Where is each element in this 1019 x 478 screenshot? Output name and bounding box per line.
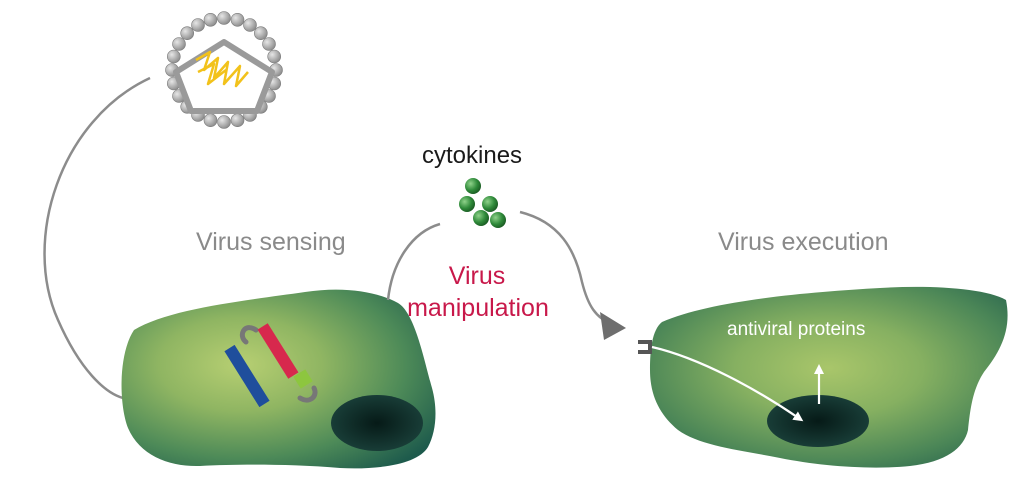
virus-surface-protein — [180, 26, 194, 41]
cell-to-cytokines-connector — [386, 222, 441, 301]
cytokines-icon — [459, 178, 506, 228]
virus-surface-protein — [253, 26, 268, 41]
virus-manipulation-label-line2: manipulation — [407, 294, 549, 322]
receptor-icon — [638, 340, 652, 354]
cytokine-particle — [473, 210, 489, 226]
virus-surface-protein — [217, 11, 231, 25]
virus-surface-protein — [230, 12, 245, 27]
execution-cell — [650, 286, 1008, 468]
virus-surface-protein — [230, 113, 245, 127]
cytokine-particle — [459, 196, 475, 212]
virus-capsid — [173, 39, 275, 114]
virus-manipulation-label-line1: Virus — [448, 262, 506, 290]
cytokines-label: cytokines — [422, 142, 523, 169]
virus-execution-label: Virus execution — [718, 228, 889, 256]
virus-sensing-label: Virus sensing — [196, 228, 346, 256]
arrowhead-icon — [600, 312, 626, 340]
virus-surface-protein — [191, 18, 205, 32]
sensing-cell-nucleus — [331, 395, 423, 451]
signal-arrow — [651, 345, 804, 422]
virus-surface-protein — [167, 49, 181, 64]
virus-surface-protein — [267, 49, 282, 64]
antiviral-proteins-label: antiviral proteins — [727, 319, 866, 340]
virus-surface-protein — [172, 37, 186, 51]
cytokine-particle — [490, 212, 506, 228]
virus-genome-icon — [195, 50, 249, 88]
execution-cell-nucleus — [767, 395, 869, 447]
virus-surface-protein — [243, 18, 257, 32]
virus-surface-protein — [262, 37, 276, 51]
virus-particle-icon — [165, 11, 283, 129]
virus-surface-protein — [203, 12, 218, 27]
receptor-complex-icon — [224, 323, 318, 408]
cytokine-particle — [482, 196, 498, 212]
virus-to-cell-connector — [43, 76, 151, 400]
virus-surface-protein — [217, 115, 231, 129]
cytokine-particle — [465, 178, 481, 194]
cytokines-to-receptor-connector — [519, 210, 613, 326]
virus-surface-protein — [203, 113, 218, 127]
